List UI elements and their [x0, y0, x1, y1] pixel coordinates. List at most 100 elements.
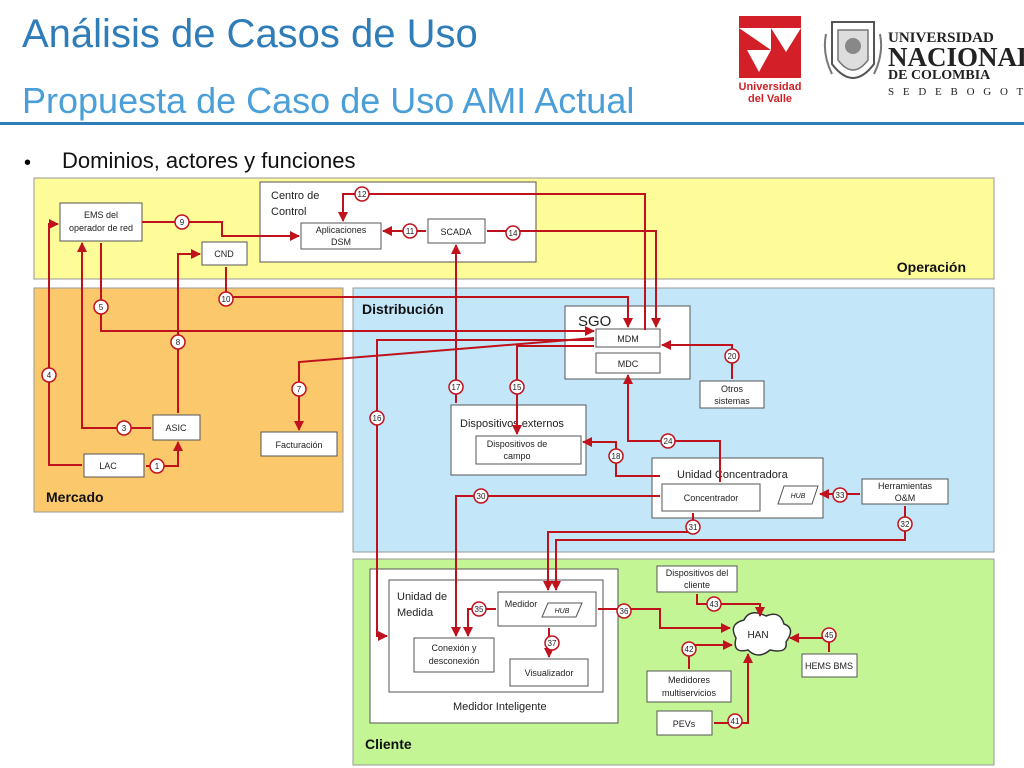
- badge-12: [354, 186, 370, 202]
- node-aplicaciones-label-2: DSM: [331, 237, 351, 247]
- node-ems-label-1: EMS del: [84, 210, 118, 220]
- node-hub-concentrador: [777, 485, 819, 505]
- badge-32-label: 32: [901, 520, 910, 529]
- badge-18-label: 18: [612, 452, 621, 461]
- node-mdc-label: MDC: [618, 359, 639, 369]
- badge-31: [685, 519, 701, 535]
- univalle-logo-cut1: [739, 28, 771, 50]
- node-pevs: [656, 710, 713, 736]
- node-ems-label-2: operador de red: [69, 223, 133, 233]
- node-campo-label-1: Dispositivos de: [487, 439, 548, 449]
- node-pevs-label: PEVs: [673, 719, 696, 729]
- node-facturacion: [260, 431, 338, 457]
- badge-35-label: 35: [475, 605, 484, 614]
- univalle-line2: del Valle: [748, 93, 792, 105]
- bullet-dot: •: [24, 152, 32, 174]
- node-herramientas-label-1: Herramientas: [878, 481, 933, 491]
- badge-15-label: 15: [513, 383, 522, 392]
- badge-41-label: 41: [731, 717, 740, 726]
- badge-3-label: 3: [122, 424, 127, 433]
- badge-7-label: 7: [297, 385, 302, 394]
- node-medidor-label: Medidor: [505, 599, 538, 609]
- node-disp-cliente-label-2: cliente: [684, 580, 710, 590]
- badge-9-label: 9: [180, 218, 185, 227]
- badge-11-label: 11: [406, 227, 415, 236]
- badge-14: [505, 225, 521, 241]
- label-mercado: Mercado: [46, 489, 104, 505]
- badge-14-label: 14: [509, 229, 518, 238]
- label-operacion: Operación: [897, 259, 966, 275]
- title-rule: [0, 122, 1024, 125]
- badge-33: [832, 487, 848, 503]
- badge-36-label: 36: [620, 607, 629, 616]
- unidad-medida-label-2: Medida: [397, 607, 434, 619]
- node-herramientas-label-2: O&M: [895, 493, 916, 503]
- node-visualizador-label: Visualizador: [525, 668, 574, 678]
- univalle-logo-cut3: [771, 28, 801, 52]
- label-cliente: Cliente: [365, 736, 412, 752]
- node-medidores-multiservicios: [646, 670, 732, 703]
- node-medidor-hub-label: HUB: [555, 608, 570, 615]
- badge-45-label: 45: [825, 631, 834, 640]
- badge-20-label: 20: [728, 352, 737, 361]
- flow-line-5: [100, 243, 595, 336]
- node-mdm-label: MDM: [617, 334, 639, 344]
- node-mdc: [595, 352, 661, 374]
- unal-line1: UNIVERSIDAD: [888, 30, 994, 46]
- univalle-line1: Universidad: [739, 81, 802, 93]
- flow-line-7: [294, 337, 595, 431]
- badge-4-label: 4: [47, 371, 52, 380]
- crest-wreath: [823, 33, 883, 75]
- node-asic-label: ASIC: [165, 423, 187, 433]
- node-otros-label-1: Otros: [721, 384, 744, 394]
- badge-8-label: 8: [176, 338, 181, 347]
- label-distribucion: Distribución: [362, 301, 444, 317]
- node-dispositivos-cliente: [656, 565, 738, 593]
- node-facturacion-label: Facturación: [275, 440, 322, 450]
- badge-18: [608, 448, 624, 464]
- badge-36: [616, 603, 632, 619]
- node-lac-label: LAC: [99, 461, 117, 471]
- flow-line-15: [512, 345, 594, 435]
- badge-42: [681, 641, 697, 657]
- flow-line-10: [225, 267, 633, 328]
- centro-control-label-2: Control: [271, 206, 306, 218]
- badge-5: [93, 299, 109, 315]
- node-asic: [152, 414, 201, 441]
- flow-line-8: [177, 249, 201, 413]
- node-cnd: [201, 241, 248, 266]
- badge-30: [473, 488, 489, 504]
- badge-9: [174, 214, 190, 230]
- node-conexion-desconexion: [413, 637, 495, 673]
- node-concentrador-label: Concentrador: [684, 493, 739, 503]
- node-otros-label-2: sistemas: [714, 396, 750, 406]
- badge-20: [724, 348, 740, 364]
- badge-7: [291, 381, 307, 397]
- badge-37-label: 37: [548, 639, 557, 648]
- node-ems: [59, 202, 143, 242]
- badge-15: [509, 379, 525, 395]
- badge-35: [471, 601, 487, 617]
- bullet-text: Dominios, actores y funciones: [62, 148, 356, 173]
- unal-crest-icon: [823, 21, 883, 79]
- badge-31-label: 31: [689, 523, 698, 532]
- badge-8: [170, 334, 186, 350]
- node-hems-bms: [801, 653, 858, 678]
- unal-line2: NACIONAL: [888, 42, 1024, 72]
- badge-43: [706, 596, 722, 612]
- node-aplicaciones-label-1: Aplicaciones: [316, 225, 367, 235]
- crest-eagle: [845, 38, 861, 54]
- node-lac: [83, 453, 145, 478]
- node-otros-sistemas: [699, 380, 765, 409]
- unal-line4: S E D E B O G O T Á: [888, 86, 1024, 98]
- unidad-concentradora-label: Unidad Concentradora: [677, 469, 789, 481]
- flow-line-12: [338, 193, 646, 330]
- flow-line-41: [714, 653, 753, 724]
- badge-11: [402, 223, 418, 239]
- node-hub-medidor: [541, 602, 583, 618]
- node-herramientas-om: [861, 478, 949, 505]
- badge-1-label: 1: [155, 462, 160, 471]
- node-conexion-label-2: desconexión: [429, 656, 480, 666]
- univalle-logo: Universidad del Valle: [737, 14, 803, 106]
